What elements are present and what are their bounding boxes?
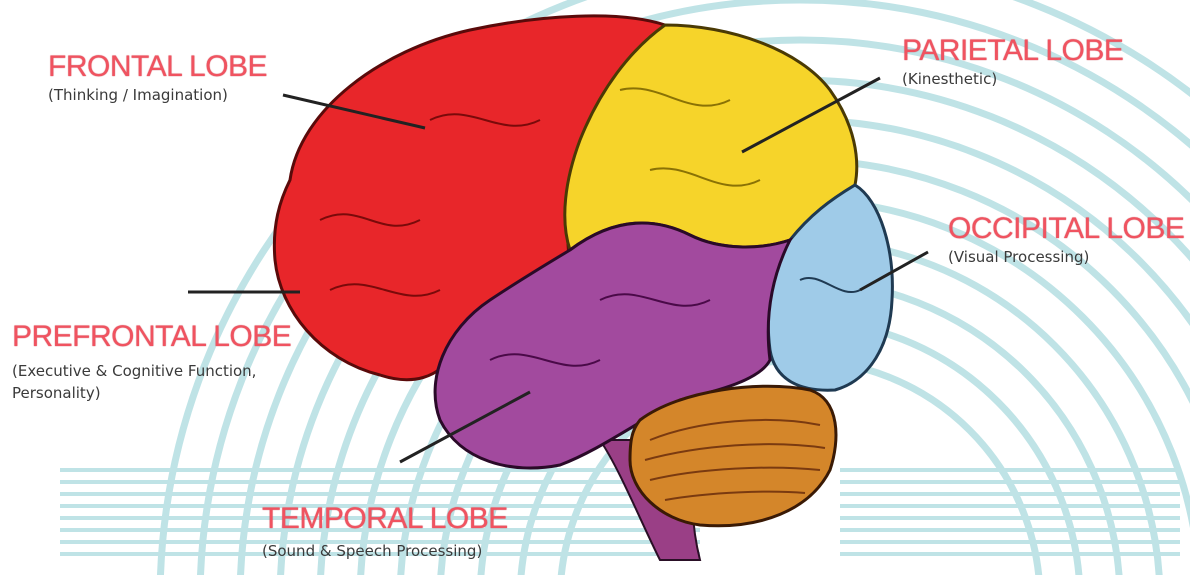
occipital-label: OCCIPITAL LOBE (Visual Processing) [948,212,1184,268]
parietal-lobe-title: PARIETAL LOBE [902,34,1123,68]
occipital-lobe-description: (Visual Processing) [948,246,1184,268]
prefrontal-lobe-description-line2: Personality) [12,382,291,404]
occipital-lobe-title: OCCIPITAL LOBE [948,212,1184,246]
prefrontal-lobe-title: PREFRONTAL LOBE [12,320,291,354]
frontal-lobe-description: (Thinking / Imagination) [48,84,267,106]
frontal-label: FRONTAL LOBE (Thinking / Imagination) [48,50,267,106]
temporal-lobe-description: (Sound & Speech Processing) [262,540,508,562]
temporal-label: TEMPORAL LOBE (Sound & Speech Processing… [262,502,508,562]
temporal-lobe-title: TEMPORAL LOBE [262,502,508,536]
prefrontal-label: PREFRONTAL LOBE (Executive & Cognitive F… [12,320,291,404]
prefrontal-lobe-description-line1: (Executive & Cognitive Function, [12,360,291,382]
parietal-label: PARIETAL LOBE (Kinesthetic) [902,34,1123,90]
parietal-lobe-description: (Kinesthetic) [902,68,1123,90]
frontal-lobe-title: FRONTAL LOBE [48,50,267,84]
background-stripes [60,470,1180,554]
